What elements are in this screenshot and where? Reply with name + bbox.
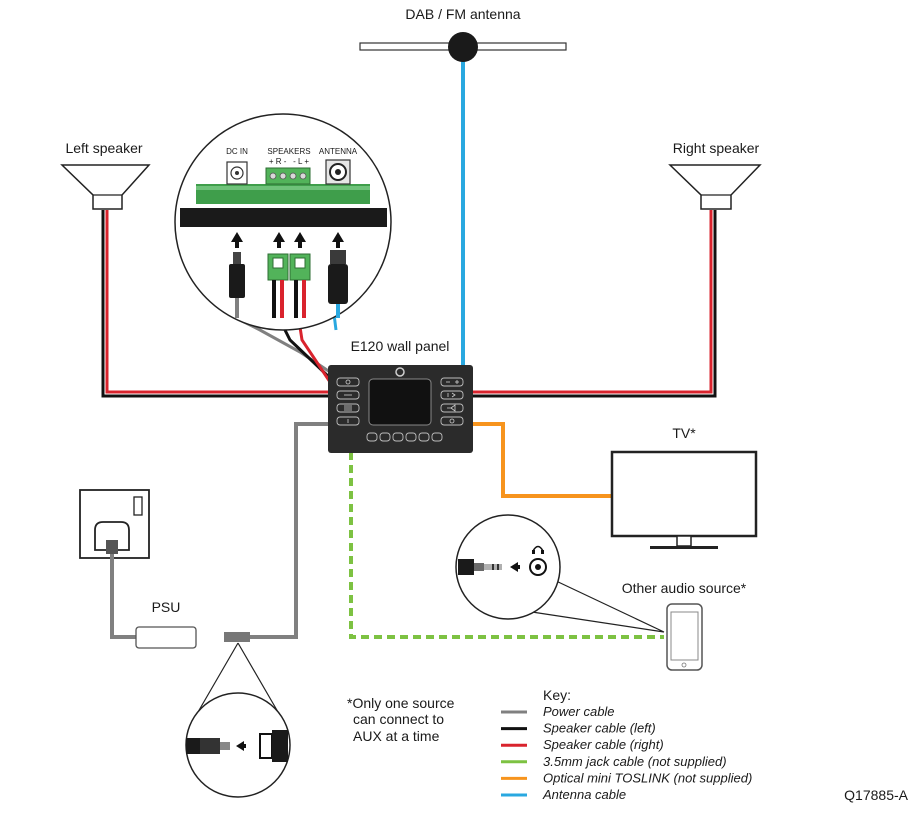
psu-label: PSU (152, 599, 181, 615)
tv-label: TV* (672, 425, 696, 441)
speakers-polarity-label: + R - - L + (269, 157, 309, 166)
other-audio-label: Other audio source* (622, 580, 747, 596)
headphone-icon (532, 545, 544, 552)
jack-cable (349, 452, 664, 639)
jack-zoom (455, 514, 665, 633)
optical-cable (472, 422, 612, 498)
phone-icon (666, 603, 703, 671)
antenna-label: DAB / FM antenna (405, 6, 520, 22)
speaker-terminal-block (265, 167, 311, 185)
key-title: Key: (543, 687, 571, 703)
note-line-3: AUX at a time (353, 728, 440, 744)
key-item-label: Speaker cable (right) (543, 737, 664, 752)
right-speaker-label: Right speaker (673, 140, 760, 156)
power-plug-zoom (185, 642, 291, 798)
key-item-label: Power cable (543, 704, 615, 719)
left-speaker-cable (101, 210, 330, 398)
psu-icon (135, 626, 197, 649)
right-speaker-cable (472, 210, 717, 398)
wall-socket-icon (79, 489, 150, 562)
dab-fm-antenna (359, 32, 567, 62)
key-item-label: Speaker cable (left) (543, 721, 656, 736)
note-line-1: *Only one source (347, 695, 455, 711)
panel-screen (368, 378, 432, 426)
q-logo-icon (395, 367, 405, 377)
key-item-label: Antenna cable (542, 787, 626, 802)
note-line-2: can connect to (353, 711, 444, 727)
antenna-plug (328, 250, 348, 318)
right-speaker-icon (668, 164, 762, 210)
dc-plug (229, 252, 245, 318)
key-item-label: Optical mini TOSLINK (not supplied) (543, 770, 752, 785)
tv-icon (610, 450, 758, 549)
wall-panel-label: E120 wall panel (351, 338, 450, 354)
left-speaker-label: Left speaker (65, 140, 142, 156)
left-speaker-icon (60, 164, 151, 210)
speakers-label: SPEAKERS (267, 147, 310, 156)
rear-connector-zoom (174, 113, 392, 331)
dc-in-label: DC IN (226, 147, 248, 156)
reference-code: Q17885-A (844, 787, 908, 803)
inline-connector (224, 632, 250, 642)
e120-wall-panel (328, 365, 473, 453)
antenna-connector-label: ANTENNA (319, 147, 358, 156)
key-item-label: 3.5mm jack cable (not supplied) (543, 754, 727, 769)
speaker-plugs (267, 253, 311, 318)
